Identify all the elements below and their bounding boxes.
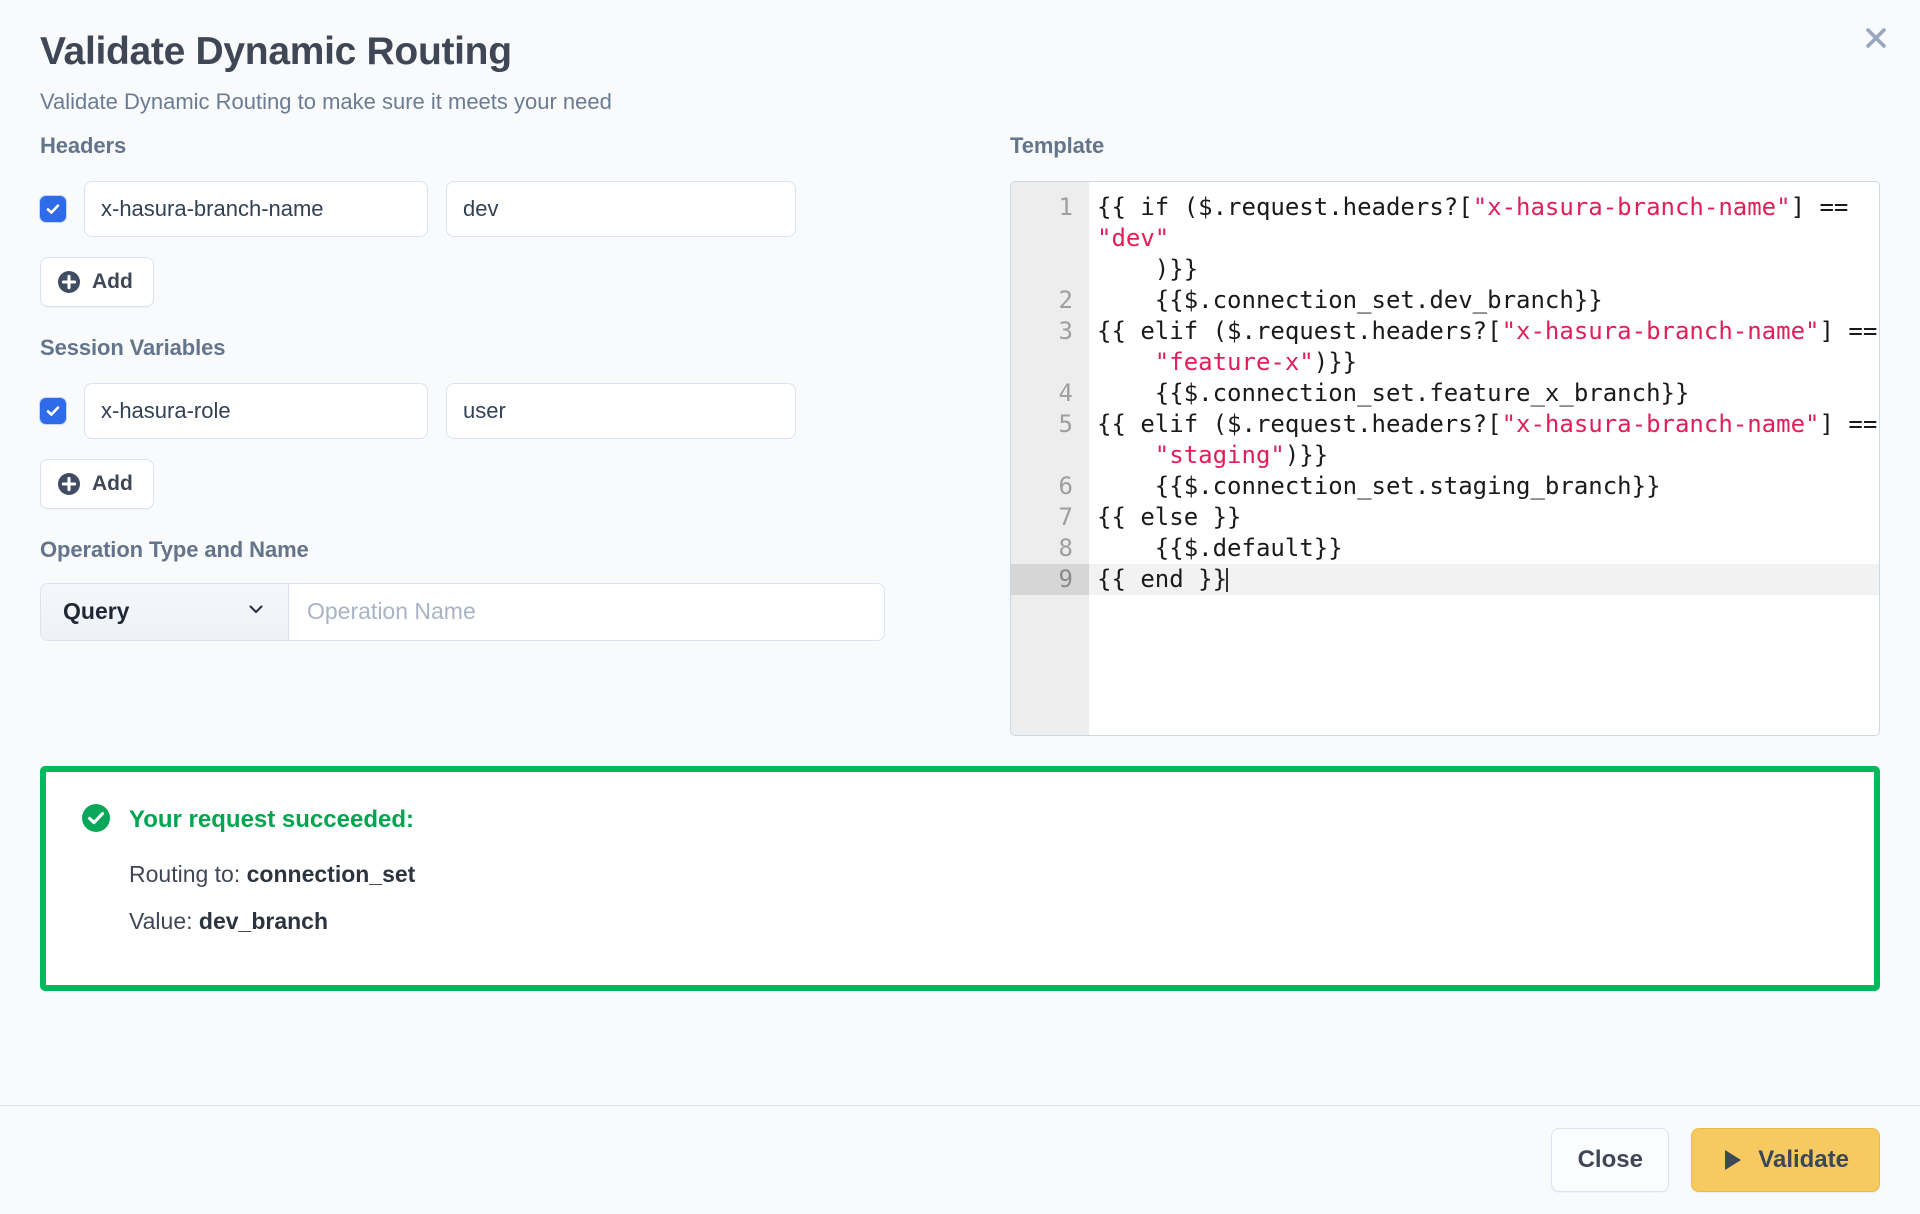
code-string-token: "staging" xyxy=(1155,441,1285,469)
result-value-value: dev_branch xyxy=(199,908,328,934)
header-value-input[interactable] xyxy=(446,181,796,237)
template-column: Template 123456789 {{ if ($.request.head… xyxy=(980,133,1880,736)
code-token: )}} xyxy=(1285,441,1328,469)
session-variable-row xyxy=(40,383,980,439)
dialog-header: Validate Dynamic Routing Validate Dynami… xyxy=(0,0,1920,115)
result-header: Your request succeeded: xyxy=(80,802,1840,839)
code-line: {{ end }} xyxy=(1089,564,1879,595)
dialog-subtitle: Validate Dynamic Routing to make sure it… xyxy=(40,89,1880,115)
session-variables-section-label: Session Variables xyxy=(40,335,980,361)
editor-gutter: 123456789 xyxy=(1011,182,1089,735)
dialog-footer: Close Validate xyxy=(0,1105,1920,1214)
text-caret xyxy=(1226,568,1228,592)
validation-result-wrapper: Your request succeeded: Routing to: conn… xyxy=(0,736,1920,991)
chevron-down-icon xyxy=(246,599,266,624)
code-token: {{ elif ($.request.headers?[ xyxy=(1097,317,1502,345)
line-number: 4 xyxy=(1011,378,1089,409)
session-variable-key-input[interactable] xyxy=(84,383,428,439)
code-string-token: "x-hasura-branch-name" xyxy=(1502,317,1820,345)
add-session-variable-button[interactable]: Add xyxy=(40,459,154,509)
code-token: {{ end }} xyxy=(1097,565,1227,593)
operation-type-select[interactable]: Query xyxy=(41,584,289,640)
code-token: ] == xyxy=(1791,193,1863,221)
add-header-button[interactable]: Add xyxy=(40,257,154,307)
close-icon xyxy=(1863,25,1889,51)
headers-section-label: Headers xyxy=(40,133,980,159)
line-number: 1 xyxy=(1011,192,1089,285)
code-token: {{ if ($.request.headers?[ xyxy=(1097,193,1473,221)
line-number: 9 xyxy=(1011,564,1089,595)
code-line: {{$.connection_set.feature_x_branch}} xyxy=(1089,378,1879,409)
result-routing-label: Routing to: xyxy=(129,861,240,887)
code-string-token: "dev" xyxy=(1097,224,1169,252)
code-token: {{$.default}} xyxy=(1097,534,1343,562)
validation-result-panel: Your request succeeded: Routing to: conn… xyxy=(40,766,1880,991)
header-row xyxy=(40,181,980,237)
code-token: {{$.connection_set.staging_branch}} xyxy=(1097,472,1661,500)
close-button[interactable]: Close xyxy=(1551,1128,1669,1192)
line-number: 7 xyxy=(1011,502,1089,533)
operation-section-label: Operation Type and Name xyxy=(40,537,980,563)
line-number: 8 xyxy=(1011,533,1089,564)
header-key-input[interactable] xyxy=(84,181,428,237)
code-line: {{$.default}} xyxy=(1089,533,1879,564)
code-token: {{$.connection_set.feature_x_branch}} xyxy=(1097,379,1689,407)
checkmark-icon xyxy=(45,403,61,419)
code-line: {{ elif ($.request.headers?["x-hasura-br… xyxy=(1089,409,1879,471)
operation-name-input[interactable] xyxy=(289,584,884,640)
close-dialog-button[interactable] xyxy=(1854,16,1898,60)
checkmark-icon xyxy=(45,201,61,217)
code-line: {{$.connection_set.staging_branch}} xyxy=(1089,471,1879,502)
code-token: {{ elif ($.request.headers?[ xyxy=(1097,410,1502,438)
close-button-label: Close xyxy=(1578,1146,1643,1174)
code-line: {{ else }} xyxy=(1089,502,1879,533)
page-title: Validate Dynamic Routing xyxy=(40,30,1880,75)
dialog-body: Headers xyxy=(0,115,1920,736)
result-value-label: Value: xyxy=(129,908,193,934)
code-line: {{ if ($.request.headers?["x-hasura-bran… xyxy=(1089,192,1879,285)
play-icon xyxy=(1722,1148,1744,1172)
validate-button[interactable]: Validate xyxy=(1691,1128,1880,1192)
plus-circle-icon xyxy=(57,270,81,294)
success-check-icon xyxy=(80,802,112,839)
code-token: {{$.connection_set.dev_branch}} xyxy=(1097,286,1603,314)
result-routing-value: connection_set xyxy=(247,861,416,887)
code-string-token: "x-hasura-branch-name" xyxy=(1473,193,1791,221)
result-value-line: Value: dev_branch xyxy=(80,908,1840,935)
operation-type-value: Query xyxy=(63,598,129,625)
line-number: 3 xyxy=(1011,316,1089,378)
code-token: )}} xyxy=(1314,348,1357,376)
code-token: {{ else }} xyxy=(1097,503,1242,531)
result-routing-line: Routing to: connection_set xyxy=(80,861,1840,888)
line-number: 2 xyxy=(1011,285,1089,316)
code-string-token: "feature-x" xyxy=(1155,348,1314,376)
editor-code-area[interactable]: {{ if ($.request.headers?["x-hasura-bran… xyxy=(1089,182,1879,735)
line-number: 5 xyxy=(1011,409,1089,471)
result-status-title: Your request succeeded: xyxy=(129,806,414,834)
form-column: Headers xyxy=(40,133,980,736)
template-section-label: Template xyxy=(1010,133,1880,159)
code-line: {{ elif ($.request.headers?["x-hasura-br… xyxy=(1089,316,1879,378)
session-variable-row-checkbox[interactable] xyxy=(40,398,66,424)
header-row-checkbox[interactable] xyxy=(40,196,66,222)
code-string-token: "x-hasura-branch-name" xyxy=(1502,410,1820,438)
validate-button-label: Validate xyxy=(1758,1146,1849,1174)
session-variable-value-input[interactable] xyxy=(446,383,796,439)
add-session-variable-label: Add xyxy=(92,472,133,496)
code-line: {{$.connection_set.dev_branch}} xyxy=(1089,285,1879,316)
code-token: )}} xyxy=(1097,255,1198,283)
add-header-label: Add xyxy=(92,270,133,294)
line-number: 6 xyxy=(1011,471,1089,502)
plus-circle-icon xyxy=(57,472,81,496)
operation-row: Query xyxy=(40,583,885,641)
template-code-editor[interactable]: 123456789 {{ if ($.request.headers?["x-h… xyxy=(1010,181,1880,736)
